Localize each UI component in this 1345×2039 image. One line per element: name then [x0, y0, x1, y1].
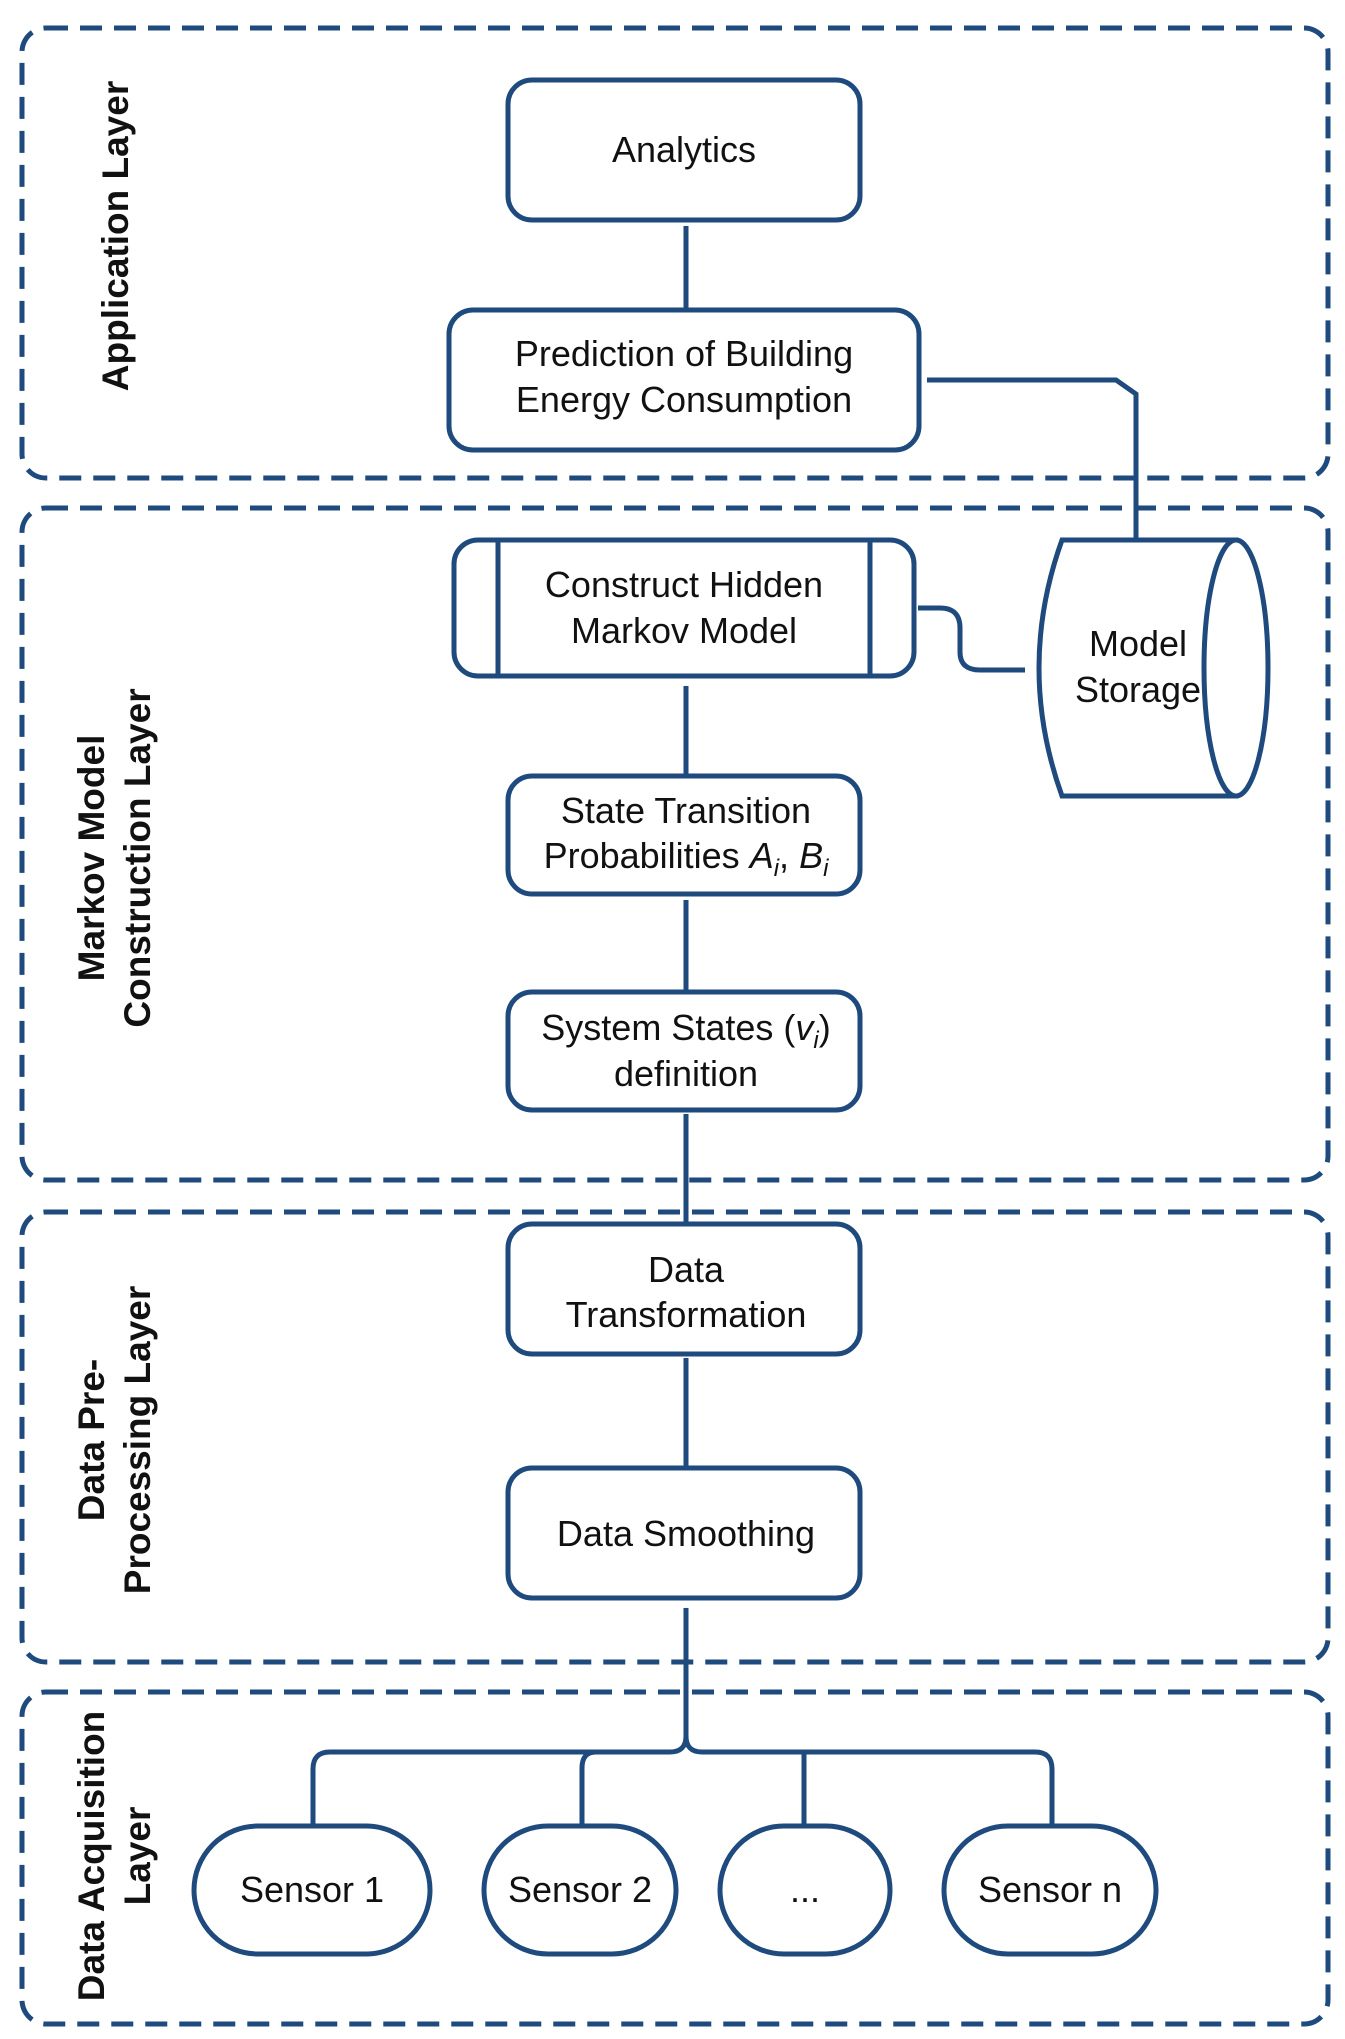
prediction-label-line2: Energy Consumption [516, 379, 852, 420]
hmm-label-line2: Markov Model [571, 610, 797, 651]
transition-b-subscript: i [823, 855, 829, 882]
transformation-label-line2: Transformation [566, 1294, 807, 1335]
transition-box [505, 773, 863, 897]
transition-b-symbol: B [799, 835, 823, 876]
sensor-ellipsis-node [717, 1823, 893, 1957]
states-label-line1: System States (vi) [541, 1007, 830, 1054]
analytics-box [505, 77, 863, 223]
states-v-symbol: v [795, 1007, 815, 1048]
markov-layer-label-line2: Construction Layer [117, 688, 158, 1027]
application-layer-label: Application Layer [95, 81, 136, 391]
transformation-box [505, 1221, 863, 1357]
sensor-ellipsis-label: ... [790, 1869, 820, 1910]
sensor-bus-tap-sensor-2 [579, 1749, 597, 1826]
hmm-process-box [451, 537, 917, 679]
transition-label-line2: Probabilities Ai, Bi [544, 835, 830, 882]
arrow-hmm-to-storage [918, 605, 1026, 673]
states-v-subscript: i [813, 1027, 819, 1054]
states-box [505, 989, 863, 1113]
sensor-bus-left [310, 1735, 689, 1826]
smoothing-label: Data Smoothing [557, 1513, 815, 1554]
sensor-2-node [481, 1823, 679, 1957]
hmm-label-line1: Construct Hidden [545, 564, 823, 605]
prediction-box [446, 307, 922, 453]
arrow-storage-to-prediction [926, 377, 1139, 540]
markov-layer-label-line1: Markov Model [71, 735, 112, 982]
states-prefix: System States ( [541, 1007, 795, 1048]
storage-body [1036, 537, 1239, 799]
sensor-n-label: Sensor n [978, 1869, 1122, 1910]
smoothing-box [505, 1465, 863, 1601]
transition-a-symbol: A [748, 835, 774, 876]
application-layer-box [19, 25, 1331, 481]
sensor-2-label: Sensor 2 [508, 1869, 652, 1910]
analytics-label: Analytics [612, 129, 756, 170]
states-suffix: ) [819, 1007, 831, 1048]
storage-end-cap [1201, 537, 1271, 799]
transition-prefix: Probabilities [544, 835, 750, 876]
sensor-1-node [191, 1823, 433, 1957]
acquisition-layer-label-line1: Data Acquisition [71, 1711, 112, 2002]
prediction-label-line1: Prediction of Building [515, 333, 853, 374]
transition-comma: , [779, 835, 799, 876]
sensor-bus-right [683, 1735, 1055, 1826]
states-label-line2: definition [614, 1053, 758, 1094]
acquisition-layer-box [19, 1689, 1331, 2027]
preprocessing-layer-box [19, 1209, 1331, 1665]
sensor-n-node [941, 1823, 1159, 1957]
storage-label-line1: Model [1089, 623, 1187, 664]
transformation-label-line1: Data [648, 1249, 725, 1290]
storage-label-line2: Storage [1075, 669, 1201, 710]
transition-label-line1: State Transition [561, 790, 811, 831]
preprocessing-layer-label-line1: Data Pre- [71, 1359, 112, 1521]
acquisition-layer-label-line2: Layer [117, 1807, 158, 1906]
sensor-1-label: Sensor 1 [240, 1869, 384, 1910]
model-storage-cylinder [1036, 537, 1271, 799]
transition-a-subscript: i [774, 855, 780, 882]
markov-construction-layer-box [19, 505, 1331, 1183]
preprocessing-layer-label-line2: Processing Layer [117, 1286, 158, 1594]
